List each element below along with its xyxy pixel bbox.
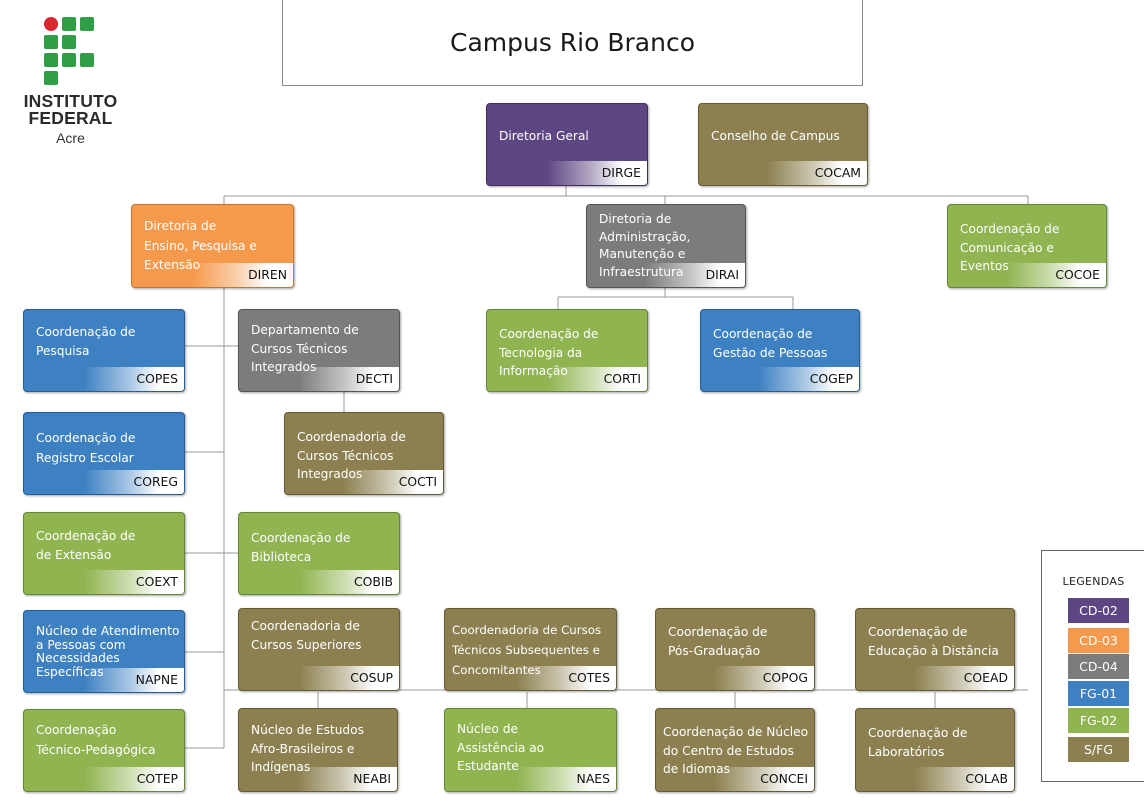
node-coreg[interactable]: Coordenação de Registro Escolar COREG bbox=[23, 412, 185, 495]
node-code: COCAM bbox=[767, 161, 867, 185]
institute-logo: INSTITUTO FEDERAL Acre bbox=[18, 17, 123, 152]
node-code: COSUP bbox=[299, 666, 399, 690]
node-code: CONCEI bbox=[714, 767, 814, 791]
node-decti[interactable]: Departamento de Cursos Técnicos Integrad… bbox=[238, 309, 400, 392]
node-label: Núcleo de Estudos Afro-Brasileiros e Ind… bbox=[251, 723, 364, 774]
legend-item-fg02: FG-02 bbox=[1068, 708, 1129, 733]
logo-green-square bbox=[44, 71, 58, 85]
node-label: Coordenação de Laboratórios bbox=[868, 726, 968, 759]
node-code: COPOG bbox=[714, 666, 814, 690]
node-code: DIRAI bbox=[645, 263, 745, 287]
node-code: COGEP bbox=[759, 367, 859, 391]
legend-item-fg01: FG-01 bbox=[1068, 681, 1129, 706]
logo-line-2: FEDERAL bbox=[28, 108, 113, 128]
legend: LEGENDAS CD-02 CD-03 CD-04 FG-01 FG-02 S… bbox=[1041, 550, 1144, 782]
node-dirge[interactable]: Diretoria Geral DIRGE bbox=[486, 103, 648, 186]
node-cotes[interactable]: Coordenadoria de Cursos Técnicos Subsequ… bbox=[444, 608, 617, 691]
node-code: DIRGE bbox=[547, 161, 647, 185]
node-copes[interactable]: Coordenação de Pesquisa COPES bbox=[23, 309, 185, 392]
node-label: Coordenação Técnico-Pedagógica bbox=[36, 723, 156, 757]
node-label: Coordenação de Registro Escolar bbox=[36, 431, 136, 465]
logo-line-1: INSTITUTO bbox=[23, 91, 118, 111]
logo-green-square bbox=[62, 53, 76, 67]
node-code: COCOE bbox=[1006, 263, 1106, 287]
node-code: DIREN bbox=[193, 263, 293, 287]
node-concei[interactable]: Coordenação de Núcleo do Centro de Estud… bbox=[655, 708, 815, 792]
node-label: Diretoria Geral bbox=[499, 129, 589, 143]
legend-item-cd04: CD-04 bbox=[1068, 654, 1129, 679]
logo-green-square bbox=[80, 17, 94, 31]
node-copog[interactable]: Coordenação de Pós-Graduação COPOG bbox=[655, 608, 815, 691]
node-cocoe[interactable]: Coordenação de Comunicação e Eventos COC… bbox=[947, 204, 1107, 288]
logo-green-square bbox=[62, 17, 76, 31]
logo-subtitle: Acre bbox=[56, 130, 85, 146]
node-label: Coordenação de Pós-Graduação bbox=[668, 625, 768, 658]
node-cocti[interactable]: Coordenadoria de Cursos Técnicos Integra… bbox=[284, 412, 444, 495]
node-code: NEABI bbox=[297, 767, 397, 791]
node-naes[interactable]: Núcleo de Assistência ao Estudante NAES bbox=[444, 708, 617, 792]
node-code: COEXT bbox=[84, 570, 184, 594]
node-label: Coordenação de Biblioteca bbox=[251, 531, 351, 564]
node-code: CORTI bbox=[547, 367, 647, 391]
node-colab[interactable]: Coordenação de Laboratórios COLAB bbox=[855, 708, 1015, 792]
logo-red-circle bbox=[44, 17, 58, 31]
logo-wordmark: INSTITUTO FEDERAL bbox=[18, 91, 123, 128]
node-code: COREG bbox=[84, 470, 184, 494]
node-napne[interactable]: Núcleo de Atendimento a Pessoas com Nece… bbox=[23, 610, 185, 693]
node-code: NAPNE bbox=[84, 668, 184, 692]
node-code: COCTI bbox=[343, 470, 443, 494]
node-diren[interactable]: Diretoria de Ensino, Pesquisa e Extensão… bbox=[131, 204, 294, 288]
node-dirai[interactable]: Diretoria de Administração, Manutenção e… bbox=[586, 204, 746, 288]
legend-item-cd03: CD-03 bbox=[1068, 628, 1129, 653]
node-code: DECTI bbox=[299, 367, 399, 391]
node-label: Coordenação de de Extensão bbox=[36, 529, 136, 562]
node-code: COEAD bbox=[914, 666, 1014, 690]
connector-dirai-bus bbox=[557, 288, 794, 309]
node-label: Núcleo de Assistência ao Estudante bbox=[457, 722, 545, 773]
logo-green-square bbox=[44, 53, 58, 67]
node-corti[interactable]: Coordenação de Tecnologia da Informação … bbox=[486, 309, 648, 392]
legend-item-sfg: S/FG bbox=[1068, 737, 1129, 762]
logo-green-square bbox=[62, 35, 76, 49]
node-label: Coordenação de Comunicação e Eventos bbox=[960, 222, 1060, 273]
node-neabi[interactable]: Núcleo de Estudos Afro-Brasileiros e Ind… bbox=[238, 708, 398, 792]
node-coead[interactable]: Coordenação de Educação à Distância COEA… bbox=[855, 608, 1015, 691]
node-cobib[interactable]: Coordenação de Biblioteca COBIB bbox=[238, 512, 400, 595]
node-label: Coordenação de Educação à Distância bbox=[868, 625, 999, 658]
node-code: COTES bbox=[516, 666, 616, 690]
node-cotep[interactable]: Coordenação Técnico-Pedagógica COTEP bbox=[23, 709, 185, 792]
legend-item-cd02: CD-02 bbox=[1068, 598, 1129, 623]
node-code: COBIB bbox=[299, 570, 399, 594]
node-code: COTEP bbox=[84, 767, 184, 791]
node-label: Conselho de Campus bbox=[711, 129, 840, 143]
legend-title: LEGENDAS bbox=[1062, 575, 1125, 588]
node-label: Departamento de Cursos Técnicos Integrad… bbox=[251, 323, 359, 374]
node-code: NAES bbox=[516, 767, 616, 791]
node-code: COLAB bbox=[914, 767, 1014, 791]
node-label: Coordenação de Pesquisa bbox=[36, 325, 136, 358]
logo-green-square bbox=[44, 35, 58, 49]
node-label: Diretoria de Ensino, Pesquisa e Extensão bbox=[144, 219, 257, 272]
node-coext[interactable]: Coordenação de de Extensão COEXT bbox=[23, 512, 185, 595]
node-code: COPES bbox=[84, 367, 184, 391]
node-label: Coordenação de Gestão de Pessoas bbox=[713, 327, 828, 360]
node-label: Coordenadoria de Cursos Superiores bbox=[251, 619, 362, 652]
node-cogep[interactable]: Coordenação de Gestão de Pessoas COGEP bbox=[700, 309, 860, 392]
node-cocam[interactable]: Conselho de Campus COCAM bbox=[698, 103, 868, 186]
logo-green-square bbox=[80, 53, 94, 67]
page-title: Campus Rio Branco bbox=[282, 0, 863, 86]
node-cosup[interactable]: Coordenadoria de Cursos Superiores COSUP bbox=[238, 608, 400, 691]
